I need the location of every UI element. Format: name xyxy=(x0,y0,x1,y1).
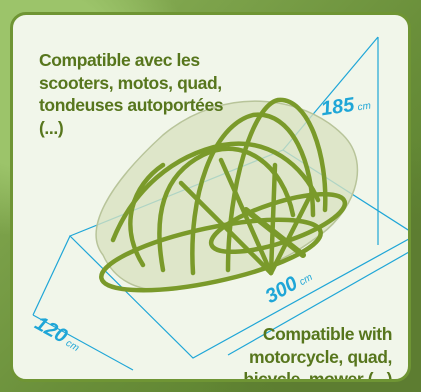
frame-arch-3 xyxy=(225,97,328,273)
frame-arch-2 xyxy=(190,112,316,276)
height-value: 185 xyxy=(319,93,356,121)
shelter-diagram xyxy=(32,36,408,371)
length-line xyxy=(227,251,408,356)
frame-strut-2 xyxy=(268,162,278,276)
width-line xyxy=(32,314,134,371)
frame-arch-1 xyxy=(157,146,296,273)
frame-base-ring xyxy=(99,217,323,293)
frame-arch-5 xyxy=(128,162,166,268)
compatibility-text-en: Compatible with motorcycle, quad, bicycl… xyxy=(243,324,392,382)
frame-strut-1 xyxy=(218,157,274,276)
frame-strut-3 xyxy=(178,180,274,276)
frame-strut-5 xyxy=(243,207,306,258)
width-tick-left xyxy=(32,235,71,316)
product-card: Compatible avec les scooters, motos, qua… xyxy=(10,12,411,382)
shelter-frame xyxy=(99,97,348,293)
compatibility-text-fr: Compatible avec les scooters, motos, qua… xyxy=(39,50,224,138)
height-unit: cm xyxy=(356,100,372,114)
frame-strut-4 xyxy=(268,187,316,276)
